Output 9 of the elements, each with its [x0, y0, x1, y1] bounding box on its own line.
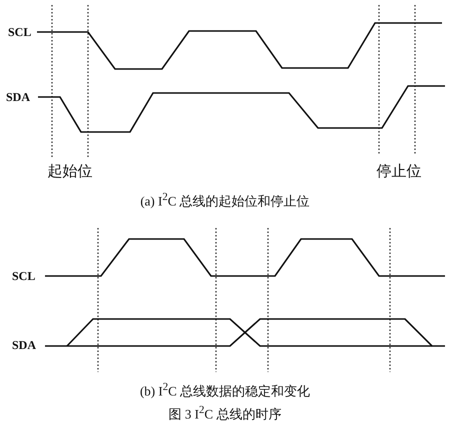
signal-label: SDA	[6, 91, 30, 103]
figure-title: 图 3 I$^{2}$C 总线的时序	[168, 405, 282, 420]
figure-caption: (a) I$^{2}$C 总线的起始位和停止位	[140, 192, 310, 208]
signal-label: SCL	[8, 26, 32, 38]
marker-label: 起始位	[48, 165, 92, 180]
signal-label: SCL	[12, 270, 36, 282]
signal-label: SDA	[12, 339, 36, 351]
figure-caption: (b) I$^{2}$C 总线数据的稳定和变化	[140, 382, 310, 398]
marker-label: 停止位	[376, 165, 422, 180]
